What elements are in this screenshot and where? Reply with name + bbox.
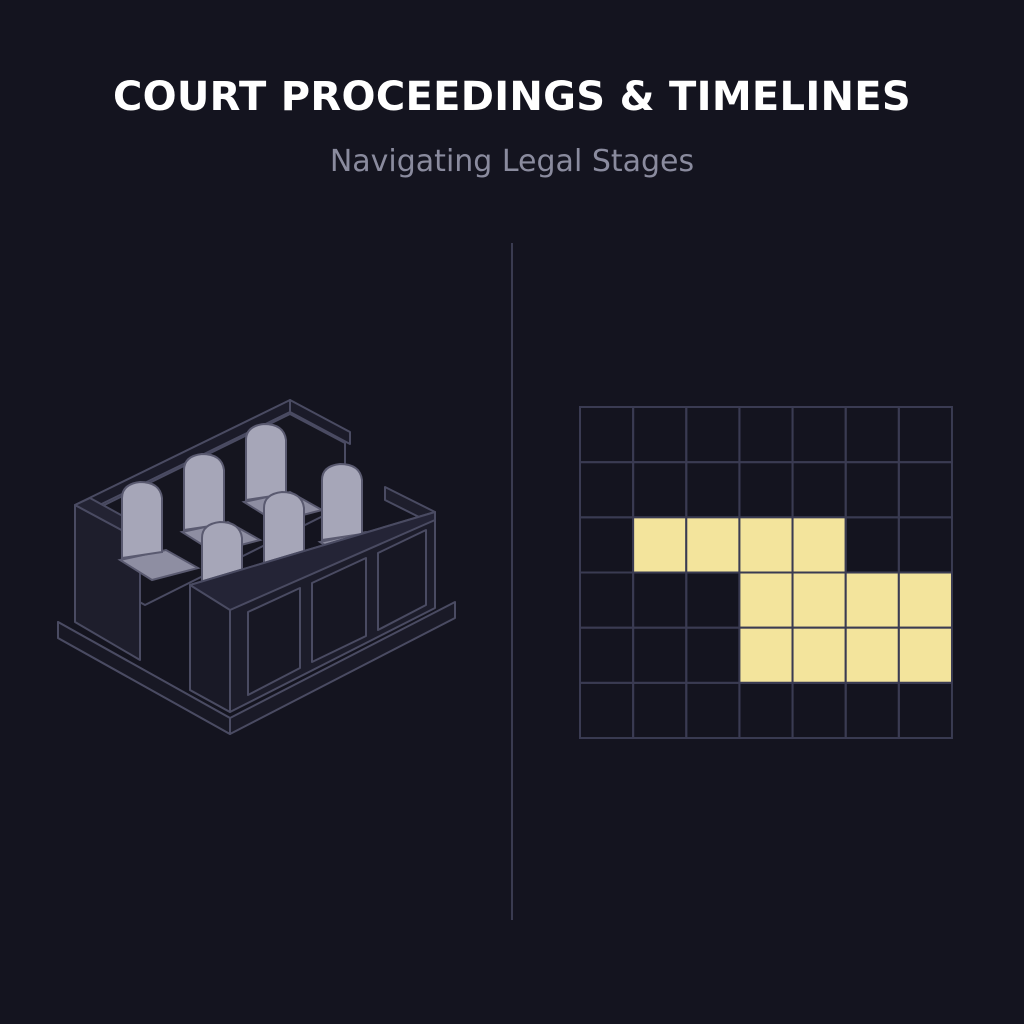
grid-cell — [897, 461, 953, 519]
grid-cell — [685, 406, 741, 464]
grid-cell-filled — [844, 626, 900, 684]
grid-cell — [632, 571, 688, 629]
grid-cell — [579, 461, 635, 519]
grid-cell — [844, 516, 900, 574]
divider — [511, 243, 513, 920]
grid-cell — [791, 461, 847, 519]
page-title: COURT PROCEEDINGS & TIMELINES — [112, 74, 912, 120]
grid-cell — [632, 626, 688, 684]
grid-cell — [632, 406, 688, 464]
grid-cell — [897, 681, 953, 740]
grid-cell — [738, 681, 794, 740]
grid-cell — [579, 681, 635, 740]
grid-cell — [844, 681, 900, 740]
grid-cell-filled — [897, 626, 953, 684]
page-subtitle: Navigating Legal Stages — [329, 144, 695, 179]
grid-cell-filled — [897, 571, 953, 629]
grid-cell-filled — [738, 516, 794, 574]
grid-cell — [897, 516, 953, 574]
grid-cell — [632, 681, 688, 740]
grid-cell-filled — [844, 571, 900, 629]
grid-cell — [579, 626, 635, 684]
grid-cell-filled — [632, 516, 688, 574]
grid-cell-filled — [791, 571, 847, 629]
grid-cell — [791, 681, 847, 740]
jury-box-icon — [57, 399, 456, 735]
grid-cell-filled — [738, 626, 794, 684]
grid-cell-filled — [685, 516, 741, 574]
grid-cell-filled — [738, 571, 794, 629]
grid-cell — [791, 406, 847, 464]
grid-cell-filled — [791, 516, 847, 574]
grid-cell — [844, 461, 900, 519]
seat — [117, 480, 201, 582]
grid-cell — [685, 681, 741, 740]
grid-cell — [685, 571, 741, 629]
grid-cell — [579, 571, 635, 629]
grid-cell — [685, 461, 741, 519]
grid-cell — [738, 406, 794, 464]
grid-cell — [579, 516, 635, 574]
grid-cell-filled — [791, 626, 847, 684]
grid-cell — [579, 406, 635, 464]
grid-cell — [632, 461, 688, 519]
grid-cell — [738, 461, 794, 519]
grid-cell — [897, 406, 953, 464]
grid-cell — [844, 406, 900, 464]
grid-cell — [685, 626, 741, 684]
